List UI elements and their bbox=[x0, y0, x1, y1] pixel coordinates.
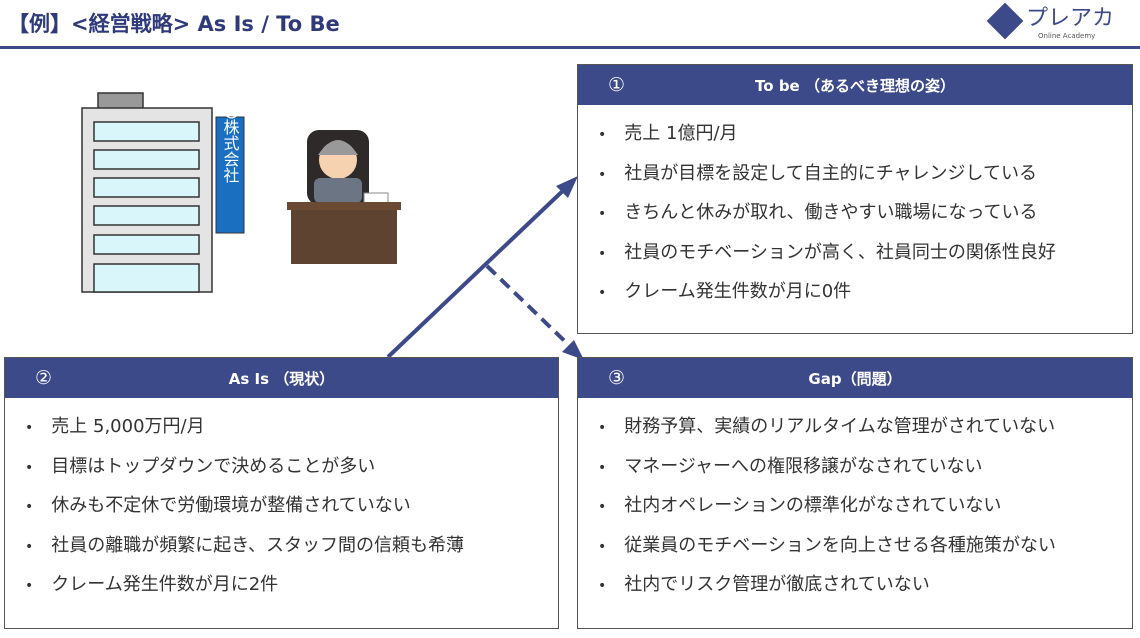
gap-panel: ③ Gap（問題） 財務予算、実績のリアルタイムな管理がされていない マネージャー… bbox=[577, 357, 1133, 629]
list-item: 社内オペレーションの標準化がなされていない bbox=[598, 491, 1132, 531]
list-item: 財務予算、実績のリアルタイムな管理がされていない bbox=[598, 412, 1132, 452]
list-item: 休みも不定休で労働環境が整備されていない bbox=[25, 491, 558, 531]
dashed-arrow bbox=[485, 264, 578, 354]
list-item: クレーム発生件数が月に2件 bbox=[25, 570, 558, 610]
solid-arrow bbox=[386, 182, 572, 359]
list-item: 売上 1億円/月 bbox=[598, 119, 1132, 159]
list-item: 従業員のモチベーションを向上させる各種施策がない bbox=[598, 531, 1132, 571]
panel-title: As Is （現状） bbox=[228, 369, 335, 388]
panel-number: ① bbox=[608, 74, 626, 96]
list-item: マネージャーへの権限移譲がなされていない bbox=[598, 452, 1132, 492]
list-item: きちんと休みが取れ、働きやすい職場になっている bbox=[598, 198, 1132, 238]
page-title: 【例】<経営戦略> As Is / To Be bbox=[8, 12, 340, 36]
ceo-at-desk-icon bbox=[287, 130, 401, 264]
list-item: 売上 5,000万円/月 bbox=[25, 412, 558, 452]
panel-title: To be （あるべき理想の姿） bbox=[755, 76, 955, 95]
list-item: 社員の離職が頻繁に起き、スタッフ間の信頼も希薄 bbox=[25, 531, 558, 571]
title-divider bbox=[0, 46, 1140, 49]
list-item: クレーム発生件数が月に0件 bbox=[598, 277, 1132, 317]
list-item: 社員が目標を設定して自主的にチャレンジしている bbox=[598, 159, 1132, 199]
building-icon bbox=[81, 92, 245, 293]
list-item: 社内でリスク管理が徹底されていない bbox=[598, 570, 1132, 610]
list-item: 目標はトップダウンで決めることが多い bbox=[25, 452, 558, 492]
logo: プレアカ Online Academy bbox=[986, 2, 1115, 40]
as-is-panel: ② As Is （現状） 売上 5,000万円/月 目標はトップダウンで決めること… bbox=[4, 357, 559, 629]
panel-number: ② bbox=[35, 367, 53, 389]
company-sign-text: 〇〇株式会社 bbox=[221, 87, 240, 183]
list-item: 社員のモチベーションが高く、社員同士の関係性良好 bbox=[598, 238, 1132, 278]
to-be-panel: ① To be （あるべき理想の姿） 売上 1億円/月 社員が目標を設定して自主的… bbox=[577, 64, 1133, 334]
panel-title: Gap（問題） bbox=[808, 369, 902, 388]
panel-number: ③ bbox=[608, 367, 626, 389]
logo-text: プレアカ bbox=[1026, 6, 1115, 31]
logo-subtext: Online Academy bbox=[1038, 32, 1096, 40]
